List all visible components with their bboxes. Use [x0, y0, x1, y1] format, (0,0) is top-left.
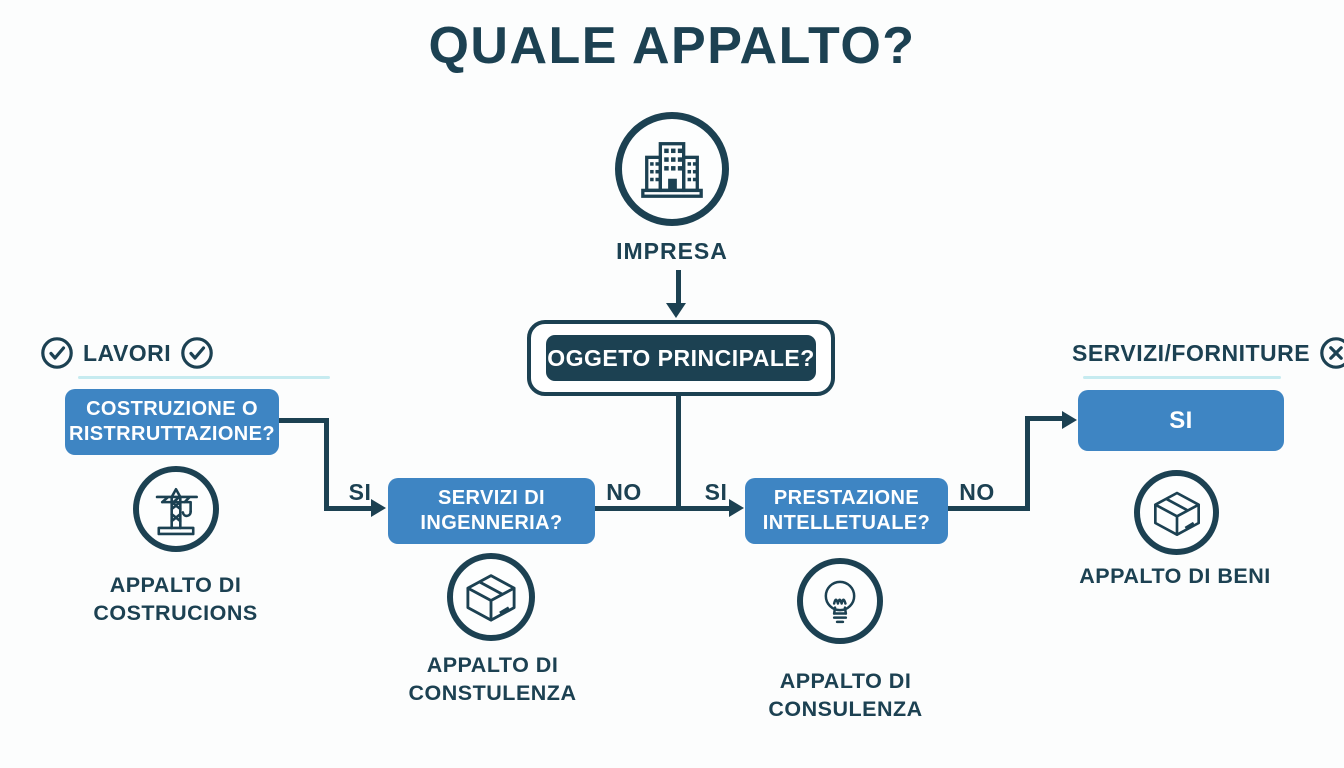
x-circle-icon	[1320, 337, 1344, 369]
servizi-underline	[1083, 376, 1281, 379]
branch-header-lavori: LAVORI	[40, 336, 214, 370]
main-question-box: OGGETO PRINCIPALE?	[527, 320, 835, 396]
arrowhead-right-icon	[729, 499, 744, 517]
edge-label-si-right: SI	[704, 479, 728, 505]
lavori-underline	[78, 376, 330, 379]
decision-costruzione-box: COSTRUZIONE O RISTRRUTTAZIONE?	[65, 389, 279, 455]
crane-icon	[155, 487, 198, 536]
constulenza-node	[447, 553, 535, 641]
connector-oggeto-junction	[676, 396, 681, 511]
edge-label-no-right: NO	[959, 479, 995, 505]
decision-ingegneria-box: SERVIZI DI INGENNERIA?	[388, 478, 595, 544]
decision-prestazione-box: PRESTAZIONE INTELLETUALE?	[745, 478, 948, 544]
check-circle-icon	[181, 337, 213, 369]
connector-ingegneria-prestazione	[595, 506, 732, 511]
outcome-constulenza-label: APPALTO DI CONSTULENZA	[408, 653, 577, 705]
lightbulb-icon	[824, 580, 856, 624]
arrowhead-right-icon	[1062, 411, 1077, 429]
connector-prestazione-right	[948, 506, 1030, 511]
package-icon	[1153, 491, 1200, 536]
connector-costruzione-down	[324, 418, 329, 511]
connector-costruzione-right	[279, 418, 329, 423]
lavori-label: LAVORI	[83, 339, 172, 366]
page-title: QUALE APPALTO?	[428, 17, 916, 75]
edge-label-no-left: NO	[606, 479, 642, 505]
connector-si-box-left	[1025, 416, 1065, 421]
arrowhead-right-icon	[371, 499, 386, 517]
connector-up-to-si	[1025, 416, 1030, 511]
impresa-node	[615, 112, 729, 226]
decision-si-box: SI	[1078, 390, 1284, 451]
arrowhead-down-icon	[666, 303, 686, 318]
outcome-costruzioni-label: APPALTO DI COSTRUCIONS	[93, 573, 258, 625]
impresa-label: IMPRESA	[616, 238, 728, 264]
building-icon	[641, 142, 703, 198]
servizi-forniture-label: SERVIZI/FORNITURE	[1072, 339, 1311, 366]
outcome-beni-label: APPALTO DI BENI	[1079, 564, 1271, 588]
connector-si-left	[324, 506, 374, 511]
check-circle-icon	[41, 337, 73, 369]
main-question-label: OGGETO PRINCIPALE?	[546, 335, 816, 381]
connector-impresa-oggeto	[676, 270, 681, 306]
edge-label-si-left: SI	[348, 479, 372, 505]
outcome-consulenza-label: APPALTO DI CONSULENZA	[768, 669, 923, 721]
consulenza-node	[797, 558, 883, 644]
package-icon	[466, 574, 516, 622]
costruzioni-node	[133, 466, 219, 552]
beni-node	[1134, 470, 1219, 555]
branch-header-servizi: SERVIZI/FORNITURE	[1072, 336, 1344, 370]
